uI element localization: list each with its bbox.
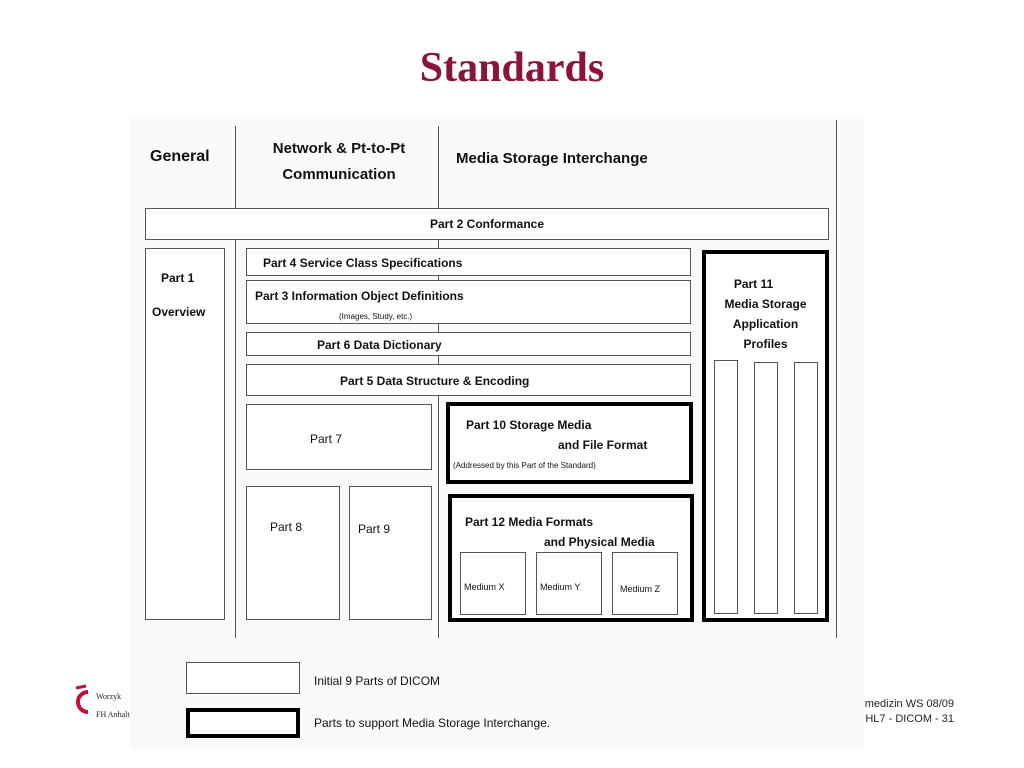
part1-title: Part 1 — [161, 271, 195, 285]
part2-box: Part 2 Conformance — [145, 208, 829, 240]
legend-thick-label: Parts to support Media Storage Interchan… — [314, 716, 551, 730]
part4-label: Part 4 Service Class Specifications — [263, 256, 463, 270]
part11-label-line1: Part 11 — [733, 277, 774, 291]
part5-label: Part 5 Data Structure & Encoding — [340, 374, 530, 388]
part8-label: Part 8 — [270, 520, 303, 534]
part11-label: Part 11 Media Storage Application Profil… — [706, 274, 825, 354]
part3-note: (Images, Study, etc.) — [339, 312, 413, 321]
medium-x-box: Medium X — [460, 552, 526, 615]
part11-column-1 — [714, 360, 738, 614]
footer-right: medizin WS 08/09 HL7 - DICOM - 31 — [865, 697, 954, 727]
header-general: General — [150, 148, 210, 165]
footer-institution: FH Anhalt — [96, 710, 130, 719]
part11-box: Part 11 Media Storage Application Profil… — [702, 250, 829, 622]
footer-page: HL7 - DICOM - 31 — [865, 713, 954, 725]
header-network-line2: Communication — [282, 166, 396, 183]
part10-box: Part 10 Storage Media and File Format (A… — [446, 402, 693, 484]
part12-label-line2: and Physical Media — [544, 535, 655, 549]
part3-label: Part 3 Information Object Definitions — [255, 289, 464, 303]
dicom-parts-diagram: General Network & Pt-to-Pt Communication… — [130, 118, 864, 750]
header-network: Network & Pt-to-Pt Communication — [246, 136, 432, 188]
part9-box: Part 9 — [349, 486, 432, 620]
part12-label-line1: Part 12 Media Formats — [465, 515, 594, 529]
header-network-line1: Network & Pt-to-Pt — [272, 140, 406, 157]
part10-note: (Addressed by this Part of the Standard) — [453, 461, 596, 470]
part7-box: Part 7 — [246, 404, 432, 470]
medium-z-label: Medium Z — [620, 584, 661, 594]
divider-right — [836, 120, 837, 638]
part3-box: Part 3 Information Object Definitions (I… — [246, 280, 691, 324]
legend-thin-label: Initial 9 Parts of DICOM — [314, 674, 441, 688]
part11-column-3 — [794, 362, 818, 614]
part11-label-line2: Media Storage — [724, 297, 807, 311]
medium-y-box: Medium Y — [536, 552, 602, 615]
part7-label: Part 7 — [310, 432, 343, 446]
part10-label-line2: and File Format — [558, 438, 648, 452]
footer-author: Worzyk — [96, 692, 122, 701]
part11-label-line3: Application — [732, 317, 799, 331]
part6-label: Part 6 Data Dictionary — [317, 338, 442, 352]
medium-x-label: Medium X — [464, 582, 505, 592]
part2-label: Part 2 Conformance — [429, 217, 545, 231]
medium-z-box: Medium Z — [612, 552, 678, 615]
part11-label-line4: Profiles — [743, 337, 788, 351]
header-media: Media Storage Interchange — [456, 150, 648, 167]
part1-subtitle: Overview — [152, 305, 206, 319]
divider-general — [235, 126, 236, 638]
part8-box: Part 8 — [246, 486, 340, 620]
part9-label: Part 9 — [358, 522, 391, 536]
part12-box: Part 12 Media Formats and Physical Media… — [448, 494, 694, 622]
legend-thin-swatch — [186, 662, 300, 694]
part1-box: Part 1 Overview — [145, 248, 225, 620]
part11-column-2 — [754, 362, 778, 614]
medium-y-label: Medium Y — [540, 582, 581, 592]
part5-box: Part 5 Data Structure & Encoding — [246, 364, 691, 396]
part4-box: Part 4 Service Class Specifications — [246, 248, 691, 276]
legend-thick-swatch — [186, 708, 300, 738]
slide-title: Standards — [419, 45, 605, 91]
part10-label-line1: Part 10 Storage Media — [466, 418, 592, 432]
institution-logo-icon — [75, 684, 89, 714]
part6-box: Part 6 Data Dictionary — [246, 332, 691, 356]
footer-course: medizin WS 08/09 — [864, 698, 954, 710]
